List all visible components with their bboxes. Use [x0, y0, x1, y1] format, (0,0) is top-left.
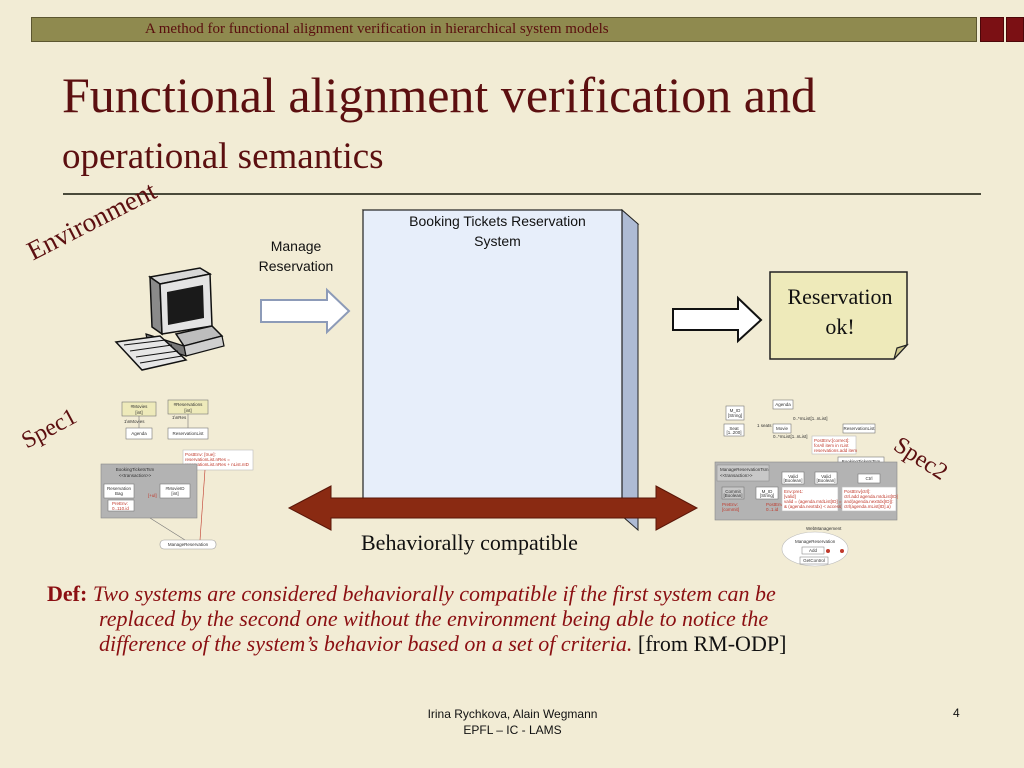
svg-text:[valid]: [valid] [784, 494, 796, 499]
system-label-line2: System [474, 233, 521, 249]
svg-text:& (agenda.nextIdx) < access): & (agenda.nextIdx) < access) [784, 504, 843, 509]
definition-line1: Def: Two systems are considered behavior… [47, 581, 776, 607]
svg-text:ctrl.add agenda.mIdList[ID]: ctrl.add agenda.mIdList[ID] [844, 494, 898, 499]
svg-text:Add: Add [809, 548, 818, 553]
svg-text:PostEnv:[correct]:: PostEnv:[correct]: [814, 438, 850, 443]
system-label: Booking Tickets Reservation System [375, 211, 620, 251]
footer-credits: Irina Rychkova, Alain Wegmann EPFL – IC … [400, 706, 625, 738]
svg-text:Agenda: Agenda [131, 431, 147, 436]
svg-text:and(agenda.nextIdx[ID]):: and(agenda.nextIdx[ID]): [844, 499, 894, 504]
definition-source: [from RM-ODP] [637, 631, 787, 656]
svg-text:#Reservations: #Reservations [174, 402, 204, 407]
svg-text:0..*mList[1..nList]: 0..*mList[1..nList] [773, 434, 808, 439]
output-arrow [672, 295, 763, 344]
definition-label: Def: [47, 581, 88, 606]
computer-icon [114, 267, 225, 371]
definition-text-1: Two systems are considered behaviorally … [92, 581, 776, 606]
header-square [980, 17, 1004, 42]
system-box [361, 208, 640, 532]
svg-text:Commit: Commit [725, 489, 741, 494]
svg-text:M_ID: M_ID [730, 408, 742, 413]
compatibility-arrow [287, 485, 699, 531]
slide-subtitle: operational semantics [62, 136, 384, 177]
svg-text:[Boolean]: [Boolean] [723, 493, 742, 498]
svg-text:ReservationList: ReservationList [843, 426, 875, 431]
svg-text:PostEnv:: PostEnv: [766, 502, 784, 507]
svg-text:valid = (agenda.mIdList[ID] =: valid = (agenda.mIdList[ID] = null) [784, 499, 852, 504]
spec1-model-thumbnail: #Movies [int] #Reservations [int] 1\nMov… [100, 399, 254, 550]
svg-text:ReservationList: ReservationList [172, 431, 204, 436]
svg-text:[commit]: [commit] [722, 507, 739, 512]
definition-line2: replaced by the second one without the e… [99, 606, 769, 631]
manage-reservation-label: Manage Reservation [248, 236, 344, 276]
svg-text:BookingTicketsTsm: BookingTicketsTsm [842, 459, 881, 464]
svg-text:1\nRes: 1\nRes [172, 415, 187, 420]
header-title: A method for functional alignment verifi… [145, 21, 609, 37]
svg-text:ctrl(agenda.mList[ID].a): ctrl(agenda.mList[ID].a) [844, 504, 891, 509]
definition-line3: difference of the system’s behavior base… [99, 631, 786, 657]
svg-text:GetControl: GetControl [803, 558, 825, 563]
svg-text:[String]: [String] [728, 413, 742, 418]
svg-text:[Boolean]: [Boolean] [783, 478, 802, 483]
svg-text:0..110.id: 0..110.id [112, 506, 129, 511]
svg-text:BookingTicketsTsm: BookingTicketsTsm [116, 467, 155, 472]
svg-text:reservationList.nRes =: reservationList.nRes = [185, 457, 230, 462]
svg-text:<<transaction>>: <<transaction>> [119, 473, 152, 478]
svg-text:WebManagement: WebManagement [806, 526, 842, 531]
svg-text:[String]: [String] [760, 493, 774, 498]
manage-label-line2: Reservation [258, 258, 334, 274]
svg-text:ManageReservationTsm: ManageReservationTsm [720, 467, 769, 472]
result-line2: ok! [825, 314, 855, 339]
svg-text:1\nMovies: 1\nMovies [124, 419, 145, 424]
svg-text:[int]: [int] [171, 491, 178, 496]
svg-text:ManageReservation: ManageReservation [168, 542, 209, 547]
svg-text:Valid: Valid [821, 474, 831, 479]
svg-text:#Movies: #Movies [131, 404, 149, 409]
svg-text:PreEnv:: PreEnv: [722, 502, 738, 507]
definition-text-3: difference of the system’s behavior base… [99, 631, 633, 656]
svg-text:reservations.add item: reservations.add item [814, 448, 857, 453]
svg-text:Valid: Valid [788, 474, 798, 479]
compatibility-label: Behaviorally compatible [361, 530, 578, 555]
svg-text:[Boolean]: [Boolean] [816, 478, 835, 483]
svg-text:Movie: Movie [776, 426, 789, 431]
svg-text:M_ID: M_ID [762, 489, 774, 494]
footer-affiliation: EPFL – IC - LAMS [463, 723, 562, 737]
result-note-text: Reservation ok! [774, 282, 906, 342]
result-line1: Reservation [787, 284, 893, 309]
svg-text:PostEnv: [true]:: PostEnv: [true]: [185, 452, 216, 457]
svg-text:[int]: [int] [135, 410, 142, 415]
spec2-model-thumbnail: Agenda M_ID [String] Seat [1..200] Movie… [714, 399, 898, 567]
svg-text:Reservation: Reservation [107, 486, 132, 491]
svg-text:PreEnv:: PreEnv: [112, 501, 128, 506]
svg-text:Bag: Bag [115, 491, 124, 496]
svg-text:reservationList.nRes + nList.n: reservationList.nRes + nList.nID [185, 462, 250, 467]
svg-text:Seat: Seat [729, 426, 739, 431]
svg-text:Ctrl: Ctrl [866, 476, 873, 481]
svg-text:1 seats: 1 seats [757, 423, 772, 428]
system-label-line1: Booking Tickets Reservation [409, 213, 586, 229]
svg-text:Env:pre1:: Env:pre1: [784, 489, 803, 494]
title-divider [63, 193, 981, 195]
svg-text:forAll item in rList: forAll item in rList [814, 443, 849, 448]
svg-text:<<transaction>>: <<transaction>> [720, 473, 753, 478]
svg-text:[1..200]: [1..200] [726, 430, 741, 435]
footer-authors: Irina Rychkova, Alain Wegmann [427, 707, 598, 721]
input-arrow [260, 287, 351, 335]
svg-text:0..*mList[1..nList]: 0..*mList[1..nList] [793, 416, 828, 421]
svg-text:#MovieID: #MovieID [165, 486, 185, 491]
svg-text:ManageReservation: ManageReservation [795, 539, 836, 544]
svg-text:[int]: [int] [184, 408, 191, 413]
slide-title: Functional alignment verification and [62, 67, 816, 123]
svg-text:Agenda: Agenda [775, 402, 791, 407]
result-note [769, 271, 909, 360]
header-bar [31, 17, 977, 42]
svg-text:0..1.id: 0..1.id [766, 507, 779, 512]
svg-text:[+ul]: [+ul] [148, 493, 157, 498]
svg-text:PostEnv[ctrl]:: PostEnv[ctrl]: [844, 489, 871, 494]
manage-label-line1: Manage [270, 238, 322, 254]
page-number: 4 [953, 706, 960, 720]
